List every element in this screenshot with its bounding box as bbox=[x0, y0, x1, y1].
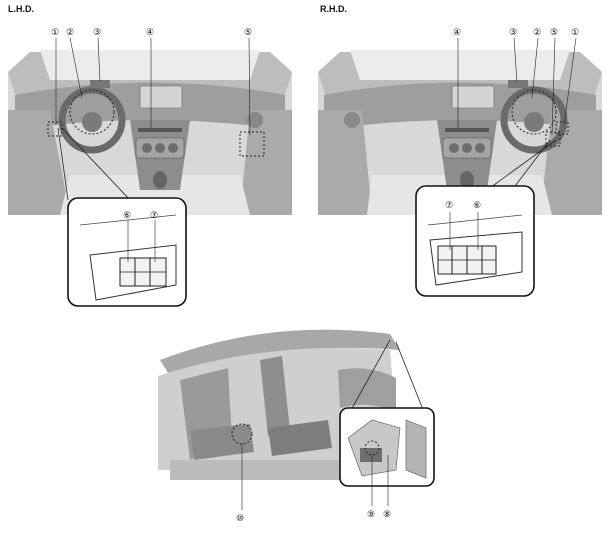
rhd-callout-2: ② bbox=[533, 27, 541, 37]
side-callout-8: ⑧ bbox=[383, 509, 391, 519]
rhd-callout-5: ⑤ bbox=[550, 27, 558, 37]
lhd-center-display bbox=[139, 85, 183, 109]
rhd-callout-1: ① bbox=[571, 27, 579, 37]
lhd-title: L.H.D. bbox=[8, 4, 34, 14]
rhd-switch-inset bbox=[415, 185, 535, 297]
lhd-hud-unit bbox=[90, 80, 110, 88]
rhd-callout-7: ⑦ bbox=[445, 200, 453, 210]
lhd-steering-wheel bbox=[58, 86, 126, 154]
rhd-title: R.H.D. bbox=[320, 4, 347, 14]
lhd-callout-7: ⑦ bbox=[150, 210, 158, 220]
lhd-switch-inset bbox=[67, 197, 187, 307]
rhd-steering-wheel bbox=[500, 86, 568, 154]
lhd-center-vent bbox=[138, 128, 182, 132]
side-callout-10: ⑩ bbox=[236, 513, 244, 523]
lhd-callout-2: ② bbox=[66, 27, 74, 37]
side-seat-airbag-area bbox=[231, 423, 253, 445]
rhd-callout-6: ⑥ bbox=[473, 200, 481, 210]
rhd-center-vent bbox=[445, 128, 489, 132]
rhd-dashboard-illustration: ④ ③ ② ⑤ ① ⑦ ⑥ bbox=[318, 27, 602, 297]
lhd-callout-5: ⑤ bbox=[244, 27, 252, 37]
lhd-callout-1: ① bbox=[51, 27, 59, 37]
rhd-center-display bbox=[451, 85, 495, 109]
lhd-callout-4: ④ bbox=[146, 27, 154, 37]
rhd-hud-unit bbox=[508, 80, 528, 88]
lhd-callout-6: ⑥ bbox=[123, 210, 131, 220]
rhd-side-airbag-area bbox=[545, 131, 561, 147]
lhd-dashboard-illustration: ① ② ③ ④ ⑤ ⑥ ⑦ bbox=[8, 27, 292, 307]
rhd-knee-area bbox=[555, 121, 569, 135]
rhd-callout-4: ④ bbox=[453, 27, 461, 37]
lhd-passenger-airbag-area bbox=[239, 131, 265, 157]
side-cabin-illustration: ⑩ ⑨ ⑧ bbox=[158, 329, 435, 523]
lhd-callout-3: ③ bbox=[93, 27, 101, 37]
side-callout-9: ⑨ bbox=[367, 509, 375, 519]
lhd-side-airbag-area bbox=[47, 121, 63, 137]
side-inset bbox=[339, 407, 435, 487]
side-roof bbox=[160, 329, 400, 376]
side-front-seat bbox=[260, 356, 290, 436]
rhd-callout-3: ③ bbox=[509, 27, 517, 37]
